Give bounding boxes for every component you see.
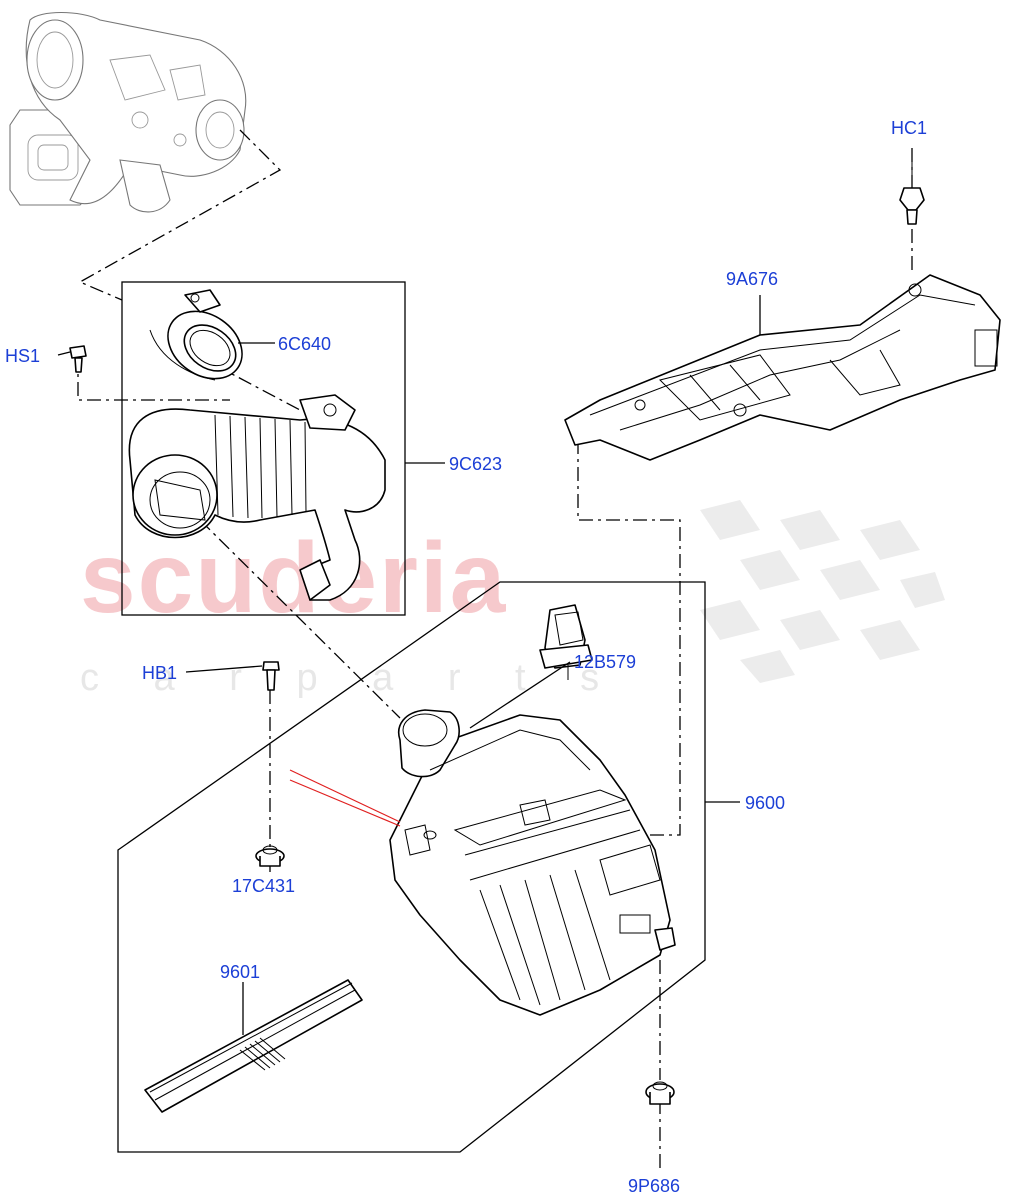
fastener-hc1-part [899,160,925,225]
grommet-9p686-part [645,1081,675,1105]
reference-lines [77,129,913,1170]
bolt-hb1-part [262,661,280,691]
intake-hose-9c623-part [128,394,386,601]
air-filter-9601-part [144,979,363,1113]
label-hc1: HC1 [891,118,927,138]
watermark-brand: scuderia [80,522,507,634]
label-9a676: 9A676 [726,269,778,289]
label-12b579: 12B579 [574,652,636,672]
airflow-sensor-12b579-part [539,604,593,680]
turbocharger-reference [9,12,247,213]
air-cleaner-housing-9600-part [389,709,676,1016]
label-9600: 9600 [745,793,785,813]
callout-leaders [57,295,761,1035]
intake-duct-9a676-part [564,274,1001,461]
group-box-9c623 [121,281,406,616]
group-box-9600 [117,581,706,1153]
label-9601: 9601 [220,962,260,982]
screw-hs1-part [69,345,87,373]
watermark-tagline: c a r p a r t s [80,657,621,699]
label-hb1: HB1 [142,663,177,683]
checkered-flag-icon [700,500,945,683]
label-hs1: HS1 [5,346,40,366]
grommet-17c431-part [255,845,285,867]
label-9c623: 9C623 [449,454,502,474]
watermark: scuderia c a r p a r t s [80,500,945,699]
label-17c431: 17C431 [232,876,295,896]
clamp-6c640-part [149,289,243,381]
label-6c640: 6C640 [278,334,331,354]
label-9p686: 9P686 [628,1176,680,1196]
part-labels: HC1 9A676 HS1 6C640 9C623 12B579 HB1 960… [5,118,927,1196]
